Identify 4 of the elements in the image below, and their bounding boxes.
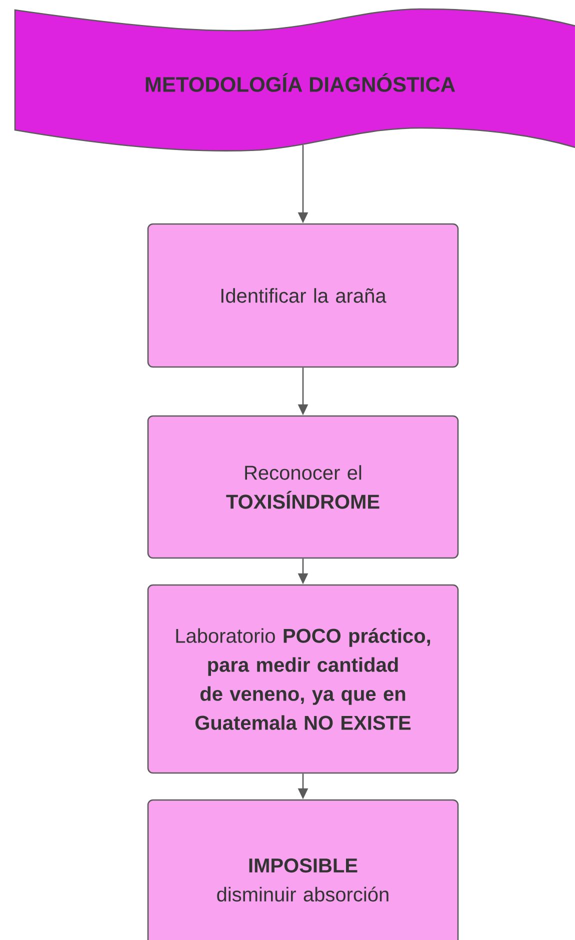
process-box: IMPOSIBLE disminuir absorción <box>147 799 459 940</box>
process-box: Laboratorio POCO práctico, para medir cantidad de veneno, ya que en Guatemala NO EXISTE <box>147 584 459 774</box>
process-box: Reconocer el TOXISÍNDROME <box>147 415 459 559</box>
process-box: Identificar la araña <box>147 223 459 368</box>
